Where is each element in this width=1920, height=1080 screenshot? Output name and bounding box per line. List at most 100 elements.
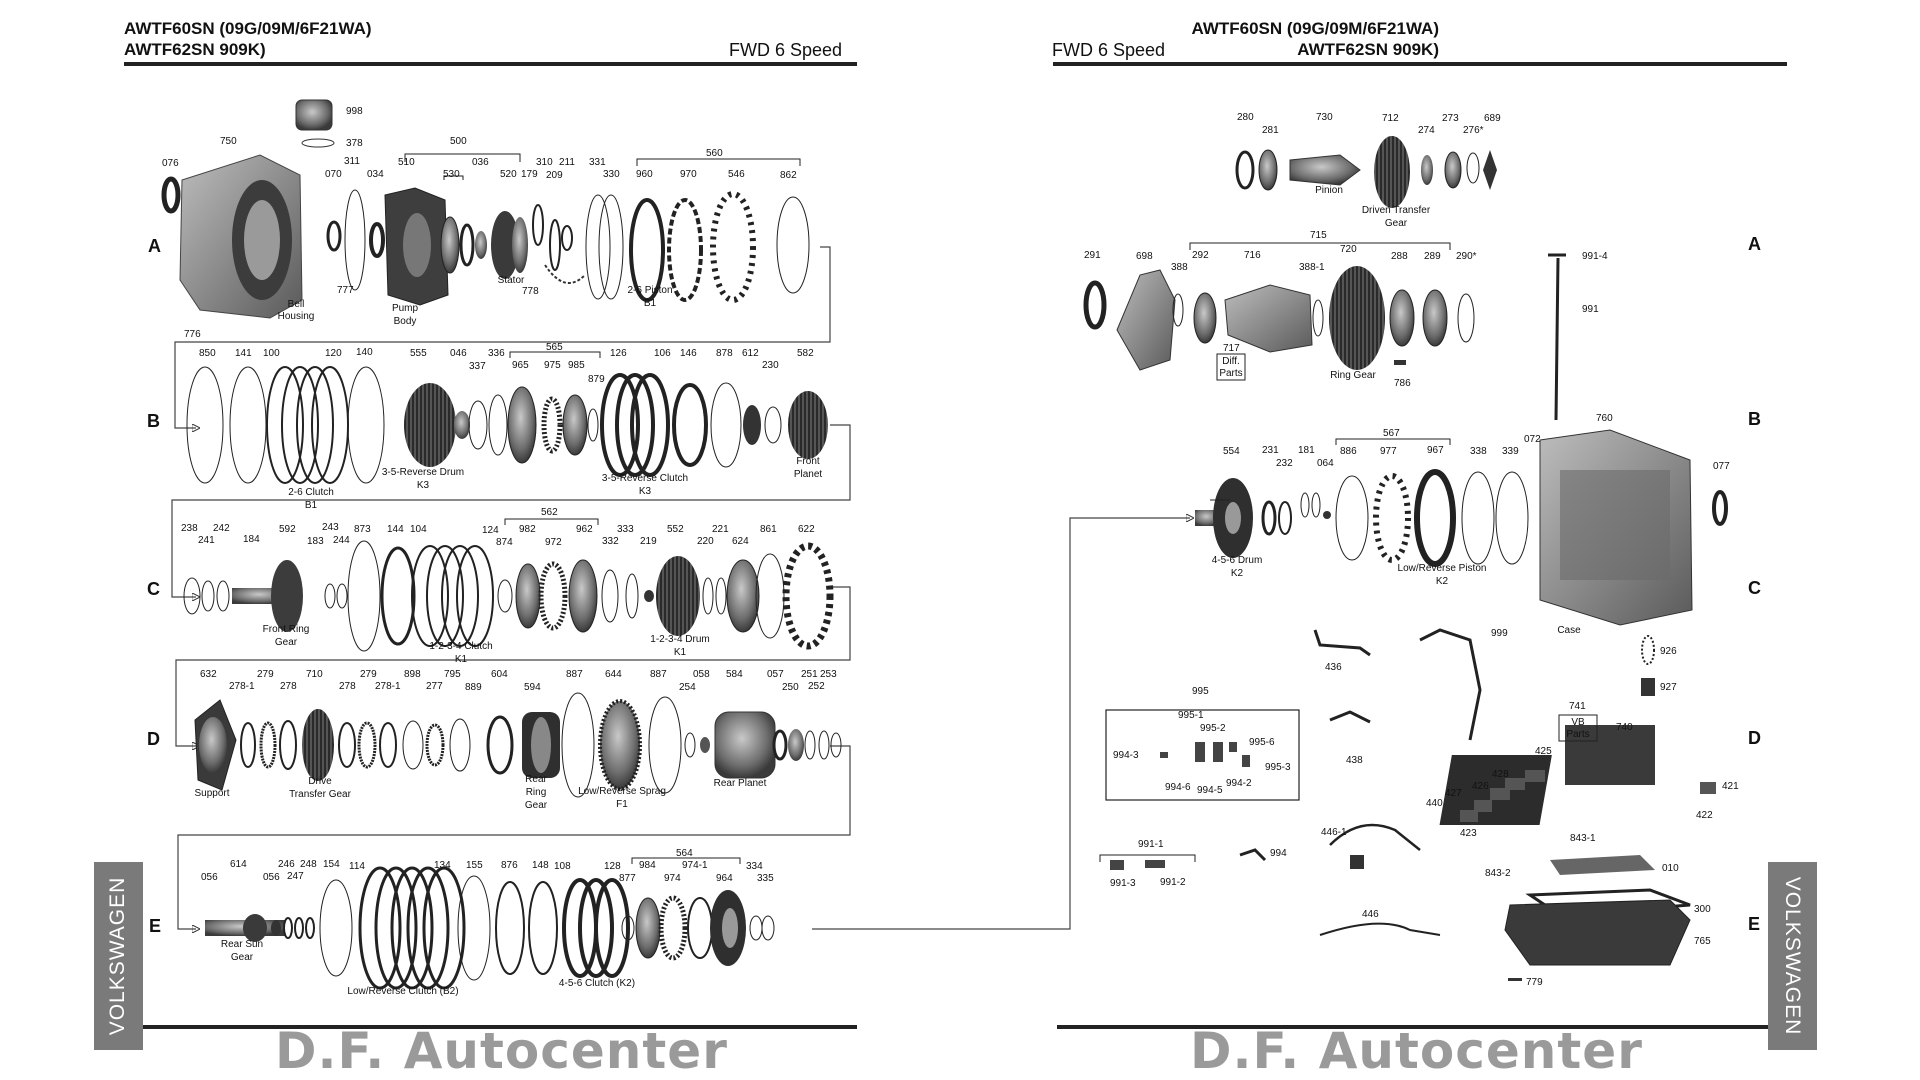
part-712: 712 (1382, 113, 1399, 124)
right-row-e-parts (1099, 823, 1691, 981)
right-header-rule (1053, 62, 1787, 66)
part-964: 964 (716, 873, 733, 884)
part-300: 300 (1694, 904, 1711, 915)
part-991: 991 (1582, 304, 1599, 315)
part-446-1: 446-1 (1321, 827, 1347, 838)
part-594: 594 (524, 682, 541, 693)
right-header-line2: AWTF62SN 909K) (1297, 40, 1439, 59)
label-diff-parts-line2: Parts (1219, 368, 1242, 379)
part-141: 141 (235, 348, 252, 359)
part-289: 289 (1424, 251, 1441, 262)
label-rear-planet: Rear Planet (714, 778, 767, 789)
left-group-brackets (404, 153, 801, 864)
part-850: 850 (199, 348, 216, 359)
part-965: 965 (512, 360, 529, 371)
part-960: 960 (636, 169, 653, 180)
label-drive-transfer-line1: Drive (308, 776, 332, 787)
part-765: 765 (1694, 936, 1711, 947)
diff-parts-box (1216, 353, 1246, 381)
label-rear-ring-line3: Gear (525, 800, 548, 811)
part-555: 555 (410, 348, 427, 359)
part-274: 274 (1418, 125, 1435, 136)
part-592: 592 (279, 524, 296, 535)
part-582: 582 (797, 348, 814, 359)
part-716: 716 (1244, 250, 1261, 261)
part-330: 330 (603, 169, 620, 180)
part-220: 220 (697, 536, 714, 547)
left-part-numbers: 998 378 750 311 034 070 500 510 530 036 … (162, 106, 837, 884)
part-388: 388 (1171, 262, 1188, 273)
part-786: 786 (1394, 378, 1411, 389)
part-446: 446 (1362, 909, 1379, 920)
part-440: 440 (1426, 798, 1443, 809)
row-letter-a-right: A (1748, 234, 1761, 254)
row-letters: A B C D E A B C D E (147, 234, 1761, 936)
part-238: 238 (181, 523, 198, 534)
part-211: 211 (559, 157, 575, 168)
label-diff-parts-line1: Diff. (1222, 356, 1240, 367)
left-watermark: D.F. Autocenter (275, 1022, 728, 1080)
label-clutch1234-line1: 1-2-3-4 Clutch (429, 641, 492, 652)
part-779: 779 (1526, 977, 1543, 988)
part-436: 436 (1325, 662, 1342, 673)
part-146: 146 (680, 348, 697, 359)
part-927: 927 (1660, 682, 1677, 693)
part-278-b: 278 (339, 681, 356, 692)
part-428: 428 (1492, 769, 1509, 780)
label-rear-ring-line2: Ring (526, 787, 547, 798)
assembly-flow-lines (171, 246, 1190, 929)
part-991-1: 991-1 (1138, 839, 1164, 850)
part-426: 426 (1472, 781, 1489, 792)
part-277: 277 (426, 681, 443, 692)
part-567: 567 (1383, 428, 1400, 439)
part-878: 878 (716, 348, 733, 359)
part-689: 689 (1484, 113, 1501, 124)
part-339: 339 (1502, 446, 1519, 457)
left-row-c-parts (183, 540, 834, 652)
left-row-e-parts (205, 866, 775, 990)
label-piston26-line2: B1 (644, 298, 657, 309)
part-520: 520 (500, 169, 517, 180)
part-530: 530 (443, 169, 460, 180)
part-334: 334 (746, 861, 763, 872)
part-624: 624 (732, 536, 749, 547)
part-230: 230 (762, 360, 779, 371)
right-row-b-parts (1195, 429, 1728, 696)
part-148: 148 (532, 860, 549, 871)
part-750: 750 (220, 136, 237, 147)
label-drum35-line1: 3-5-Reverse Drum (382, 467, 464, 478)
part-247: 247 (287, 871, 304, 882)
part-183: 183 (307, 536, 324, 547)
right-group-brackets (1189, 242, 1598, 742)
part-698: 698 (1136, 251, 1153, 262)
part-388-1: 388-1 (1299, 262, 1325, 273)
label-drum1234-line1: 1-2-3-4 Drum (650, 634, 709, 645)
part-985: 985 (568, 360, 585, 371)
part-720: 720 (1340, 244, 1357, 255)
part-311: 311 (344, 156, 360, 167)
part-974-1: 974-1 (682, 860, 708, 871)
row-letter-d-right: D (1748, 728, 1761, 748)
left-header-line1: AWTF60SN (09G/09M/6F21WA) (124, 19, 372, 38)
part-421: 421 (1722, 781, 1739, 792)
part-100: 100 (263, 348, 280, 359)
part-977: 977 (1380, 446, 1397, 457)
label-drum456-line2: K2 (1231, 568, 1244, 579)
part-876: 876 (501, 860, 518, 871)
part-991-2: 991-2 (1160, 877, 1186, 888)
part-926: 926 (1660, 646, 1677, 657)
part-776: 776 (184, 329, 201, 340)
right-row-a-parts (1083, 253, 1566, 421)
part-962: 962 (576, 524, 593, 535)
part-994-3: 994-3 (1113, 750, 1139, 761)
label-drum456-line1: 4-5-6 Drum (1212, 555, 1263, 566)
right-footer-rule (1057, 1025, 1769, 1029)
part-251: 251 (801, 669, 818, 680)
part-622: 622 (798, 524, 815, 535)
part-632: 632 (200, 669, 217, 680)
part-254: 254 (679, 682, 696, 693)
left-subtitle: FWD 6 Speed (729, 40, 843, 60)
part-120: 120 (325, 348, 342, 359)
part-889: 889 (465, 682, 482, 693)
part-562: 562 (541, 507, 558, 518)
